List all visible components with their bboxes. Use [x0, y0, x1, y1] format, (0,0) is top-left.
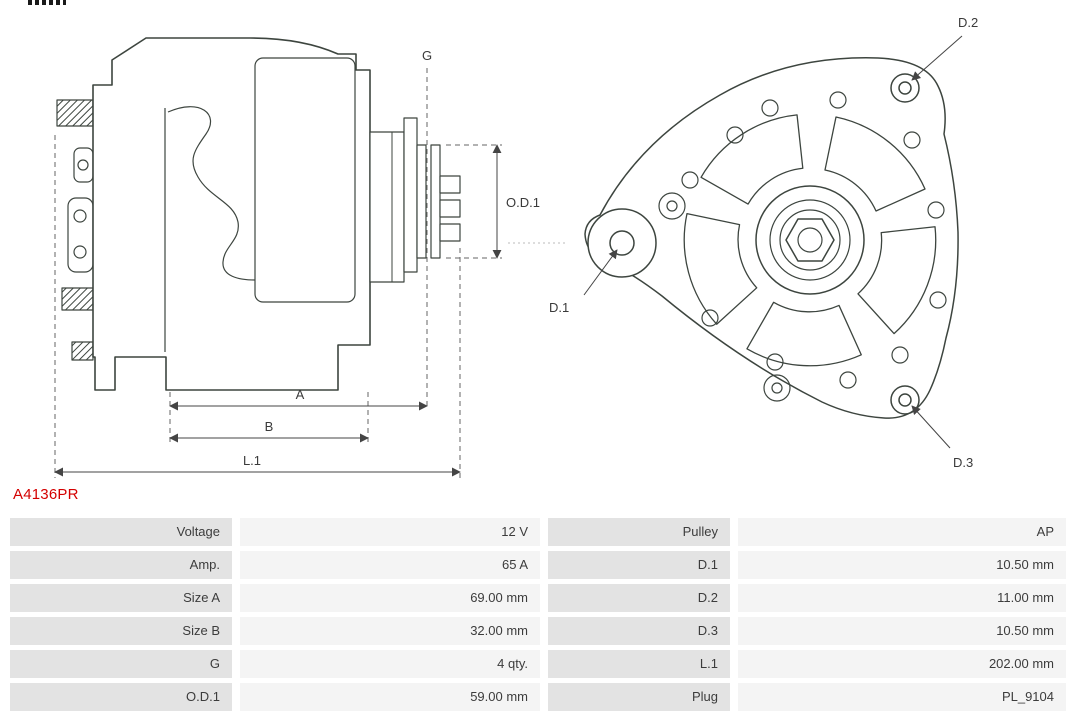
shaft-boss-outer — [755, 185, 865, 295]
spec-value-plug: PL_9104 — [738, 683, 1066, 711]
dim-label-a: A — [296, 387, 305, 402]
hex-nut — [785, 218, 835, 262]
front-view-drawing — [584, 57, 964, 419]
shaft-spline — [439, 223, 461, 242]
alternator-technical-drawing: G O.D.1 A B L.1 — [54, 15, 978, 478]
spec-label-size-a: Size A — [10, 584, 232, 612]
callout-label-d3: D.3 — [953, 455, 973, 470]
front-view-callouts — [583, 35, 963, 449]
spec-label-plug: Plug — [548, 683, 730, 711]
top-left-artifact — [28, 0, 66, 5]
side-view-drawing — [56, 37, 461, 391]
rear-ear-small — [73, 147, 94, 183]
spec-label-pulley: Pulley — [548, 518, 730, 546]
front-bracket-contour — [167, 106, 256, 281]
spec-value-d1: 10.50 mm — [738, 551, 1066, 579]
spec-label-od1: O.D.1 — [10, 683, 232, 711]
part-number: A4136PR — [13, 486, 79, 503]
spec-value-amp: 65 A — [240, 551, 540, 579]
spec-value-od1: 59.00 mm — [240, 683, 540, 711]
fan — [403, 117, 418, 273]
dim-label-b: B — [265, 419, 274, 434]
spec-value-size-b: 32.00 mm — [240, 617, 540, 645]
spec-label-amp: Amp. — [10, 551, 232, 579]
mount-hole-d3-outer — [890, 385, 920, 415]
stud-top — [56, 99, 94, 127]
mount-hole-d3 — [898, 393, 912, 407]
spec-value-g: 4 qty. — [240, 650, 540, 678]
spec-value-size-a: 69.00 mm — [240, 584, 540, 612]
mount-hole-d1 — [609, 230, 635, 256]
dim-label-g: G — [422, 48, 432, 63]
mount-ear-d1 — [587, 208, 657, 278]
stator-window — [254, 57, 356, 303]
dim-label-od1: O.D.1 — [506, 195, 540, 210]
spec-value-pulley: AP — [738, 518, 1066, 546]
bearing-nose — [369, 131, 405, 283]
spec-label-size-b: Size B — [10, 617, 232, 645]
shaft-spline — [439, 175, 461, 194]
vent-holes — [681, 91, 947, 389]
through-bolts — [658, 192, 791, 402]
alternator-side-outline — [92, 37, 371, 391]
dim-label-l1: L.1 — [243, 453, 261, 468]
spec-label-d2: D.2 — [548, 584, 730, 612]
mount-hole-d2-outer — [890, 73, 920, 103]
side-view-dimensions — [54, 68, 566, 478]
pulley-flange-left — [416, 144, 427, 259]
spec-table: Voltage 12 V Pulley AP Amp. 65 A D.1 10.… — [10, 518, 1066, 711]
stud-middle — [61, 287, 94, 311]
spec-value-d3: 10.50 mm — [738, 617, 1066, 645]
spec-value-d2: 11.00 mm — [738, 584, 1066, 612]
callout-label-d2: D.2 — [958, 15, 978, 30]
shaft-spline — [439, 199, 461, 218]
stud-bottom — [71, 341, 94, 361]
spec-label-g: G — [10, 650, 232, 678]
callout-label-d1: D.1 — [549, 300, 569, 315]
rear-ear-large — [67, 197, 94, 273]
spec-value-l1: 202.00 mm — [738, 650, 1066, 678]
spec-label-voltage: Voltage — [10, 518, 232, 546]
mount-hole-d2 — [898, 81, 912, 95]
spec-value-voltage: 12 V — [240, 518, 540, 546]
spec-label-d3: D.3 — [548, 617, 730, 645]
spec-label-d1: D.1 — [548, 551, 730, 579]
spec-label-l1: L.1 — [548, 650, 730, 678]
pulley-flange-right — [430, 144, 441, 259]
